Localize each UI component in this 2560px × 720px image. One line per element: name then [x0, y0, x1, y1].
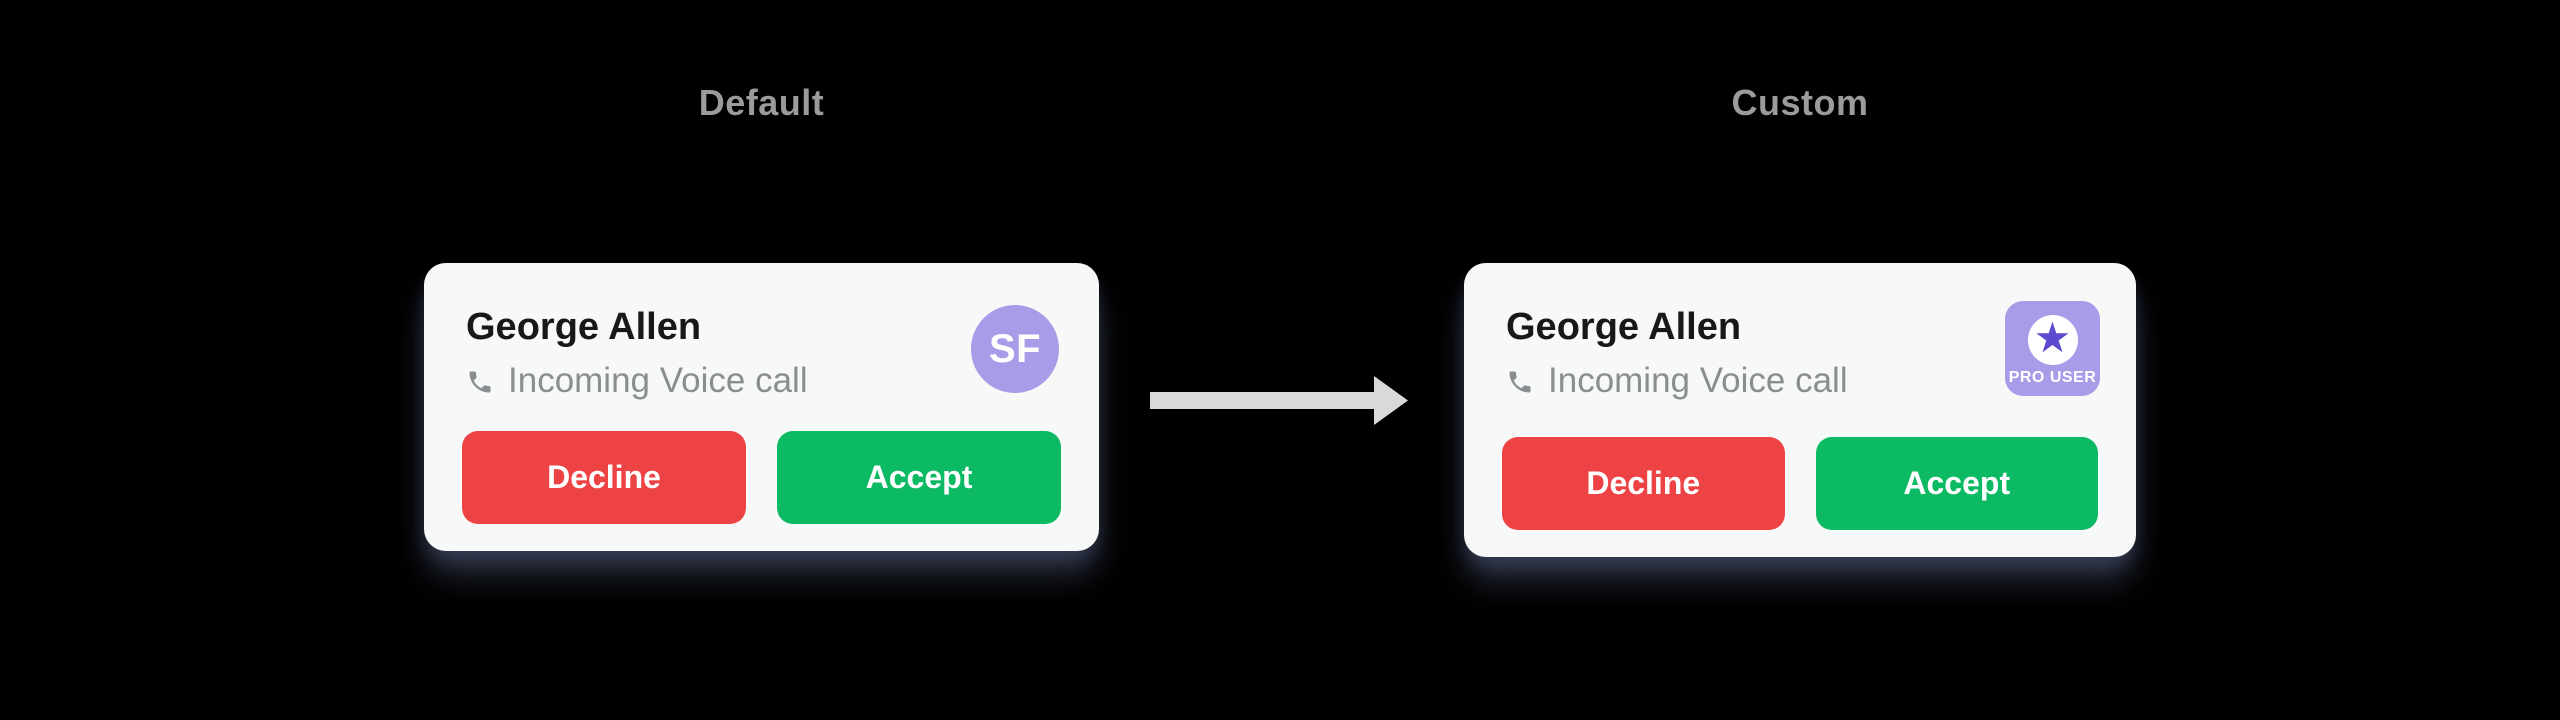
- panel-label-default: Default: [698, 82, 825, 123]
- pro-user-badge-label: PRO USER: [2008, 368, 2097, 386]
- phone-icon: [1506, 368, 1534, 396]
- call-info: George Allen Incoming Voice call: [424, 263, 1099, 405]
- call-info: George Allen Incoming Voice call: [1464, 263, 2136, 405]
- phone-icon: [466, 368, 494, 396]
- star-icon: ★: [2027, 314, 2078, 365]
- panel-label-custom: Custom: [1731, 82, 1869, 123]
- decline-button[interactable]: Decline: [1502, 437, 1785, 530]
- avatar-initials-text: SF: [988, 326, 1042, 371]
- avatar-initials: SF: [971, 305, 1059, 393]
- call-type-row: Incoming Voice call: [1506, 359, 2096, 405]
- incoming-call-card-default: George Allen Incoming Voice call SF Decl…: [424, 263, 1099, 551]
- accept-button[interactable]: Accept: [777, 431, 1061, 524]
- call-actions: Decline Accept: [462, 431, 1061, 524]
- decline-button[interactable]: Decline: [462, 431, 746, 524]
- call-type-label: Incoming Voice call: [1548, 361, 1848, 401]
- call-type-row: Incoming Voice call: [466, 359, 1059, 405]
- call-actions: Decline Accept: [1502, 437, 2098, 530]
- pro-user-badge: ★ PRO USER: [2005, 301, 2100, 396]
- accept-button[interactable]: Accept: [1815, 437, 2098, 530]
- arrow-right-icon: [1150, 372, 1412, 428]
- caller-name: George Allen: [1506, 306, 1742, 348]
- call-type-label: Incoming Voice call: [508, 361, 808, 401]
- incoming-call-card-custom: George Allen Incoming Voice call ★ PRO U…: [1464, 263, 2136, 557]
- caller-name: George Allen: [466, 306, 702, 348]
- star-glyph: ★: [2033, 314, 2072, 362]
